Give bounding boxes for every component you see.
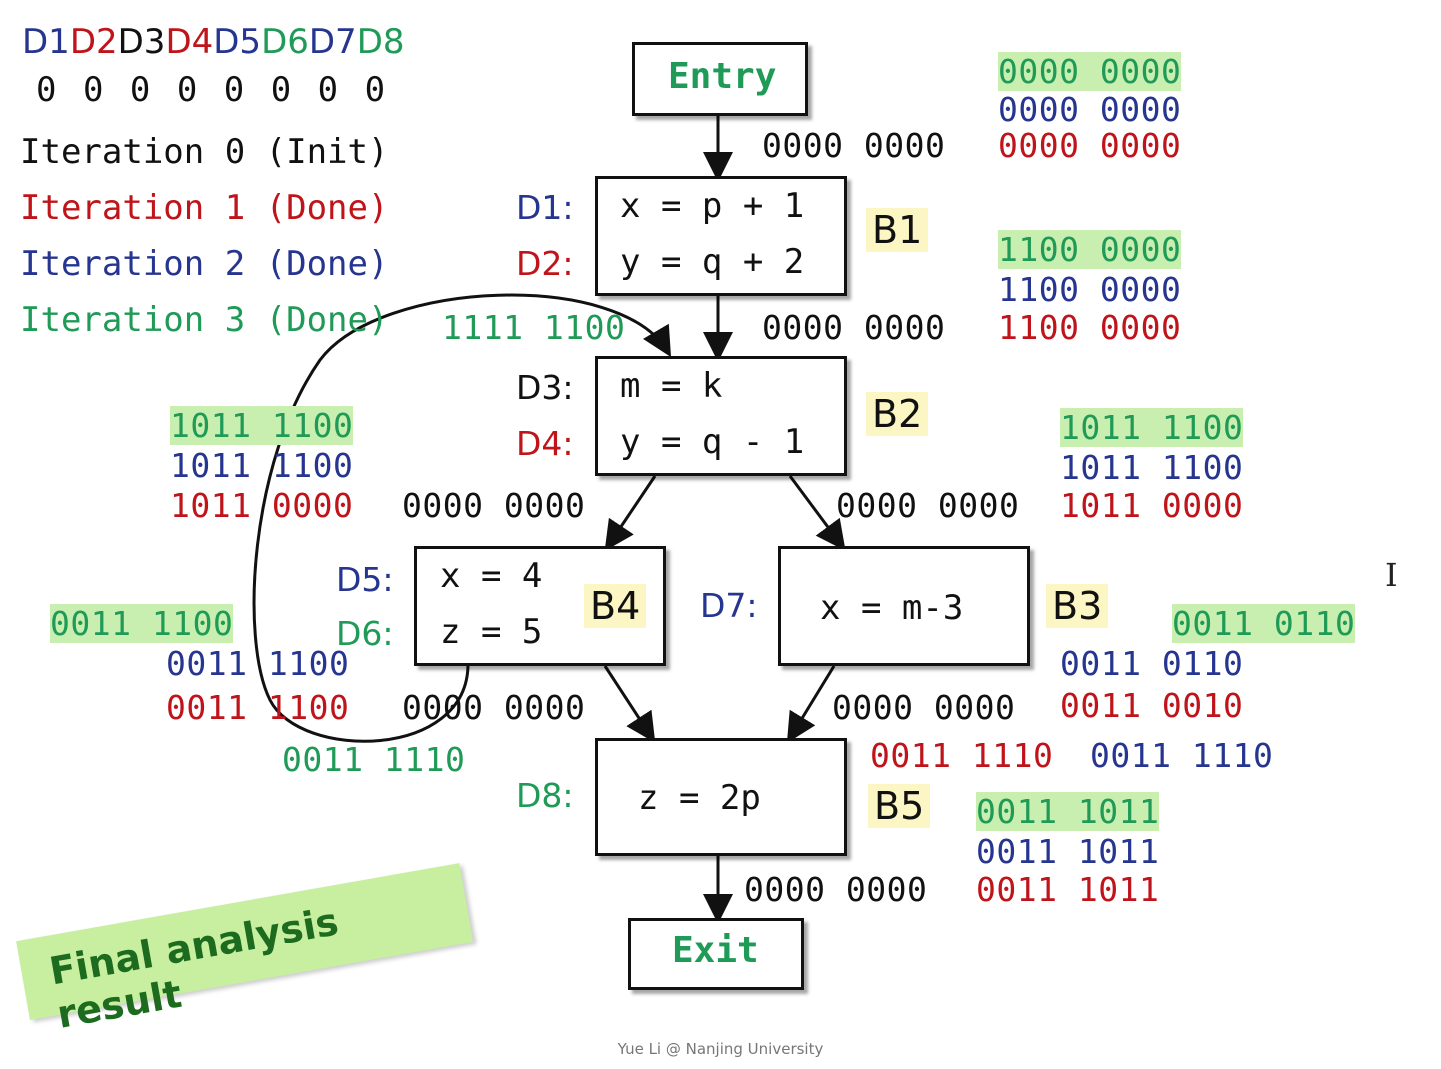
- bits-entry-iter3: 0000 0000: [998, 52, 1182, 91]
- edge-b2-b4: [604, 475, 657, 551]
- bits-b2-right-iter2: 1011 1100: [1060, 448, 1244, 487]
- block-b5: [595, 738, 847, 856]
- bits-b3-iter1: 0011 0010: [1060, 686, 1244, 725]
- bits-b5-iter3: 0011 1011: [976, 792, 1160, 831]
- bits-b2-right-iter1: 1011 0000: [1060, 486, 1244, 525]
- stmt-d8: z = 2p: [638, 778, 761, 818]
- bits-b2-left-iter3: 1011 1100: [170, 406, 354, 445]
- bits-b4-iter1: 0011 1100: [166, 688, 350, 727]
- bits-exit-in: 0000 0000: [744, 870, 928, 909]
- iteration-0: Iteration 0 (Init): [20, 132, 389, 172]
- bits-b5-iter2: 0011 1011: [976, 832, 1160, 871]
- def-label-d1: D1:: [516, 188, 574, 227]
- bits-b2-left-iter1: 1011 0000: [170, 486, 354, 525]
- def-label-d6: D6:: [336, 614, 394, 653]
- block-label-b4: B4: [584, 584, 647, 628]
- bits-entry-iter2: 0000 0000: [998, 90, 1182, 129]
- def-legend-d6: D6: [261, 22, 309, 62]
- bits-b3-iter2: 0011 0110: [1060, 644, 1244, 683]
- block-label-b5: B5: [868, 784, 931, 828]
- def-legend: D1D2D3D4D5D6D7D8: [22, 22, 405, 62]
- def-label-d2: D2:: [516, 244, 574, 283]
- stmt-d1: x = p + 1: [620, 186, 805, 226]
- bits-entry-iter1: 0000 0000: [998, 126, 1182, 165]
- stmt-d2: y = q + 2: [620, 242, 805, 282]
- exit-node: [628, 918, 804, 990]
- stmt-d6: z = 5: [440, 612, 543, 652]
- def-label-d4: D4:: [516, 424, 574, 463]
- bits-b2-right-iter3: 1011 1100: [1060, 408, 1244, 447]
- bits-b2-loop-in: 1111 1100: [442, 308, 626, 347]
- block-b3: [778, 546, 1030, 666]
- block-label-b2: B2: [866, 392, 929, 436]
- edge-b2-b3: [788, 475, 846, 551]
- def-label-d5: D5:: [336, 560, 394, 599]
- iteration-1: Iteration 1 (Done): [20, 188, 389, 228]
- block-b1: [595, 176, 847, 296]
- bits-b4-in: 0000 0000: [402, 486, 586, 525]
- def-legend-d3: D3: [117, 22, 166, 62]
- def-legend-d8: D8: [356, 22, 405, 62]
- bits-b4-iter2: 0011 1100: [166, 644, 350, 683]
- entry-node: [632, 42, 808, 116]
- def-label-d3: D3:: [516, 368, 574, 407]
- def-legend-d1: D1: [22, 22, 70, 62]
- footer-credit: Yue Li @ Nanjing University: [617, 1040, 824, 1058]
- edge-b4-b2-loop: [252, 293, 672, 743]
- bits-b1-in: 0000 0000: [762, 308, 946, 347]
- entry-label: Entry: [668, 56, 777, 97]
- def-legend-d7: D7: [308, 22, 357, 62]
- block-b2: [595, 356, 847, 476]
- bits-b4-out-green: 0011 1110: [282, 740, 466, 779]
- bits-b3-iter3: 0011 0110: [1172, 604, 1356, 643]
- bits-b3-in: 0000 0000: [836, 486, 1020, 525]
- exit-label: Exit: [672, 930, 759, 971]
- block-label-b1: B1: [866, 208, 929, 252]
- bits-b1-iter1: 1100 0000: [998, 308, 1182, 347]
- bits-b1-iter3: 1100 0000: [998, 230, 1182, 269]
- bits-b5-in-blue: 0011 1110: [1090, 736, 1274, 775]
- stmt-d3: m = k: [620, 366, 723, 406]
- edge-b3-b5: [786, 665, 836, 744]
- bits-b5-in-red: 0011 1110: [870, 736, 1054, 775]
- bits-entry-out: 0000 0000: [762, 126, 946, 165]
- bits-b4-out: 0000 0000: [402, 688, 586, 727]
- bits-b2-left-iter2: 1011 1100: [170, 446, 354, 485]
- def-legend-d4: D4: [165, 22, 214, 62]
- bits-b4-iter3: 0011 1100: [50, 604, 234, 643]
- bits-b5-iter1: 0011 1011: [976, 870, 1160, 909]
- stmt-d4: y = q - 1: [620, 422, 805, 462]
- stmt-d7: x = m-3: [820, 588, 964, 628]
- def-legend-d5: D5: [213, 22, 262, 62]
- edge-b4-b5: [603, 665, 656, 744]
- def-label-d7: D7:: [700, 586, 758, 625]
- iteration-2: Iteration 2 (Done): [20, 244, 389, 284]
- block-label-b3: B3: [1046, 584, 1109, 628]
- def-label-d8: D8:: [516, 776, 574, 815]
- iteration-3: Iteration 3 (Done): [20, 300, 389, 340]
- bits-b1-iter2: 1100 0000: [998, 270, 1182, 309]
- stmt-d5: x = 4: [440, 556, 543, 596]
- bits-b3-out: 0000 0000: [832, 688, 1016, 727]
- text-cursor-icon: I: [1385, 556, 1398, 594]
- def-zeros: 0 0 0 0 0 0 0 0: [36, 70, 389, 110]
- def-legend-d2: D2: [69, 22, 118, 62]
